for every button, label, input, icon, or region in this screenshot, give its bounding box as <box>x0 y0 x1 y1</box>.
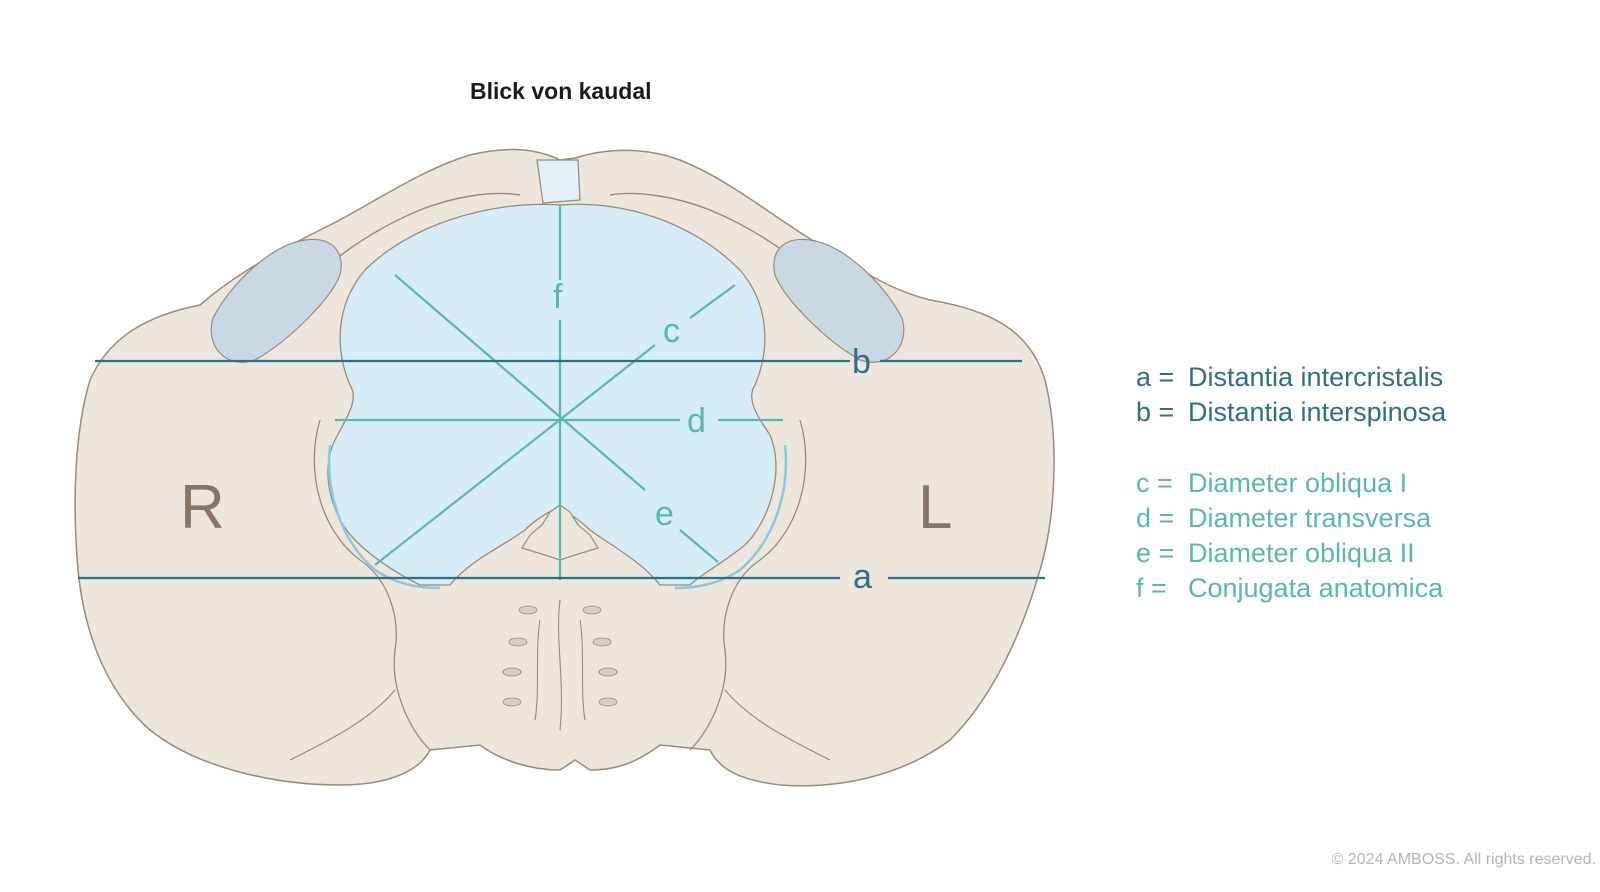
copyright-notice: © 2024 AMBOSS. All rights reserved. <box>1331 851 1596 868</box>
legend-item-f: f = Conjugata anatomica <box>1136 571 1446 606</box>
legend-key: f = <box>1136 573 1167 603</box>
legend-text: Distantia intercristalis <box>1188 362 1444 392</box>
legend-key: a = <box>1136 362 1175 392</box>
legend-spacer <box>1136 430 1446 466</box>
inlet-rim-right <box>327 444 441 590</box>
side-label-right: R <box>180 473 225 542</box>
inlet-rim-left <box>674 444 788 590</box>
legend-key: b = <box>1136 397 1175 427</box>
legend: a = Distantia intercristalis b = Distant… <box>1136 360 1446 606</box>
line-c-lower <box>374 344 656 566</box>
legend-key: d = <box>1136 503 1175 533</box>
legend-key: c = <box>1136 468 1173 498</box>
legend-item-e: e = Diameter obliqua II <box>1136 536 1446 571</box>
pubic-symphysis <box>536 159 581 204</box>
sacral-foramina <box>502 605 618 707</box>
line-e-upper <box>394 274 646 491</box>
diameter-lines <box>335 205 783 580</box>
ilium-wing-left-curve <box>724 689 831 761</box>
legend-text: Distantia interspinosa <box>1188 397 1447 427</box>
ischium-left <box>689 419 807 751</box>
label-a: a <box>853 558 872 596</box>
ilium-wing-right-curve <box>289 689 396 761</box>
label-c: c <box>663 312 680 350</box>
line-c-upper <box>689 284 736 319</box>
ischium-right <box>313 419 431 751</box>
diagram-title: Blick von kaudal <box>470 78 652 104</box>
legend-item-d: d = Diameter transversa <box>1136 501 1446 536</box>
legend-item-a: a = Distantia intercristalis <box>1136 360 1446 395</box>
label-f: f <box>553 278 563 316</box>
label-e: e <box>655 495 674 533</box>
legend-text: Conjugata anatomica <box>1188 573 1444 603</box>
legend-item-b: b = Distantia interspinosa <box>1136 395 1446 430</box>
label-d: d <box>687 402 706 440</box>
legend-item-c: c = Diameter obliqua I <box>1136 466 1446 501</box>
legend-key: e = <box>1136 538 1175 568</box>
distance-lines <box>78 359 1045 580</box>
side-label-left: L <box>918 473 952 542</box>
legend-text: Diameter obliqua I <box>1188 468 1408 498</box>
sacrum-lines <box>534 599 586 731</box>
legend-text: Diameter transversa <box>1188 503 1432 533</box>
label-b: b <box>852 343 871 381</box>
legend-text: Diameter obliqua II <box>1188 538 1415 568</box>
line-e-lower <box>679 529 719 563</box>
